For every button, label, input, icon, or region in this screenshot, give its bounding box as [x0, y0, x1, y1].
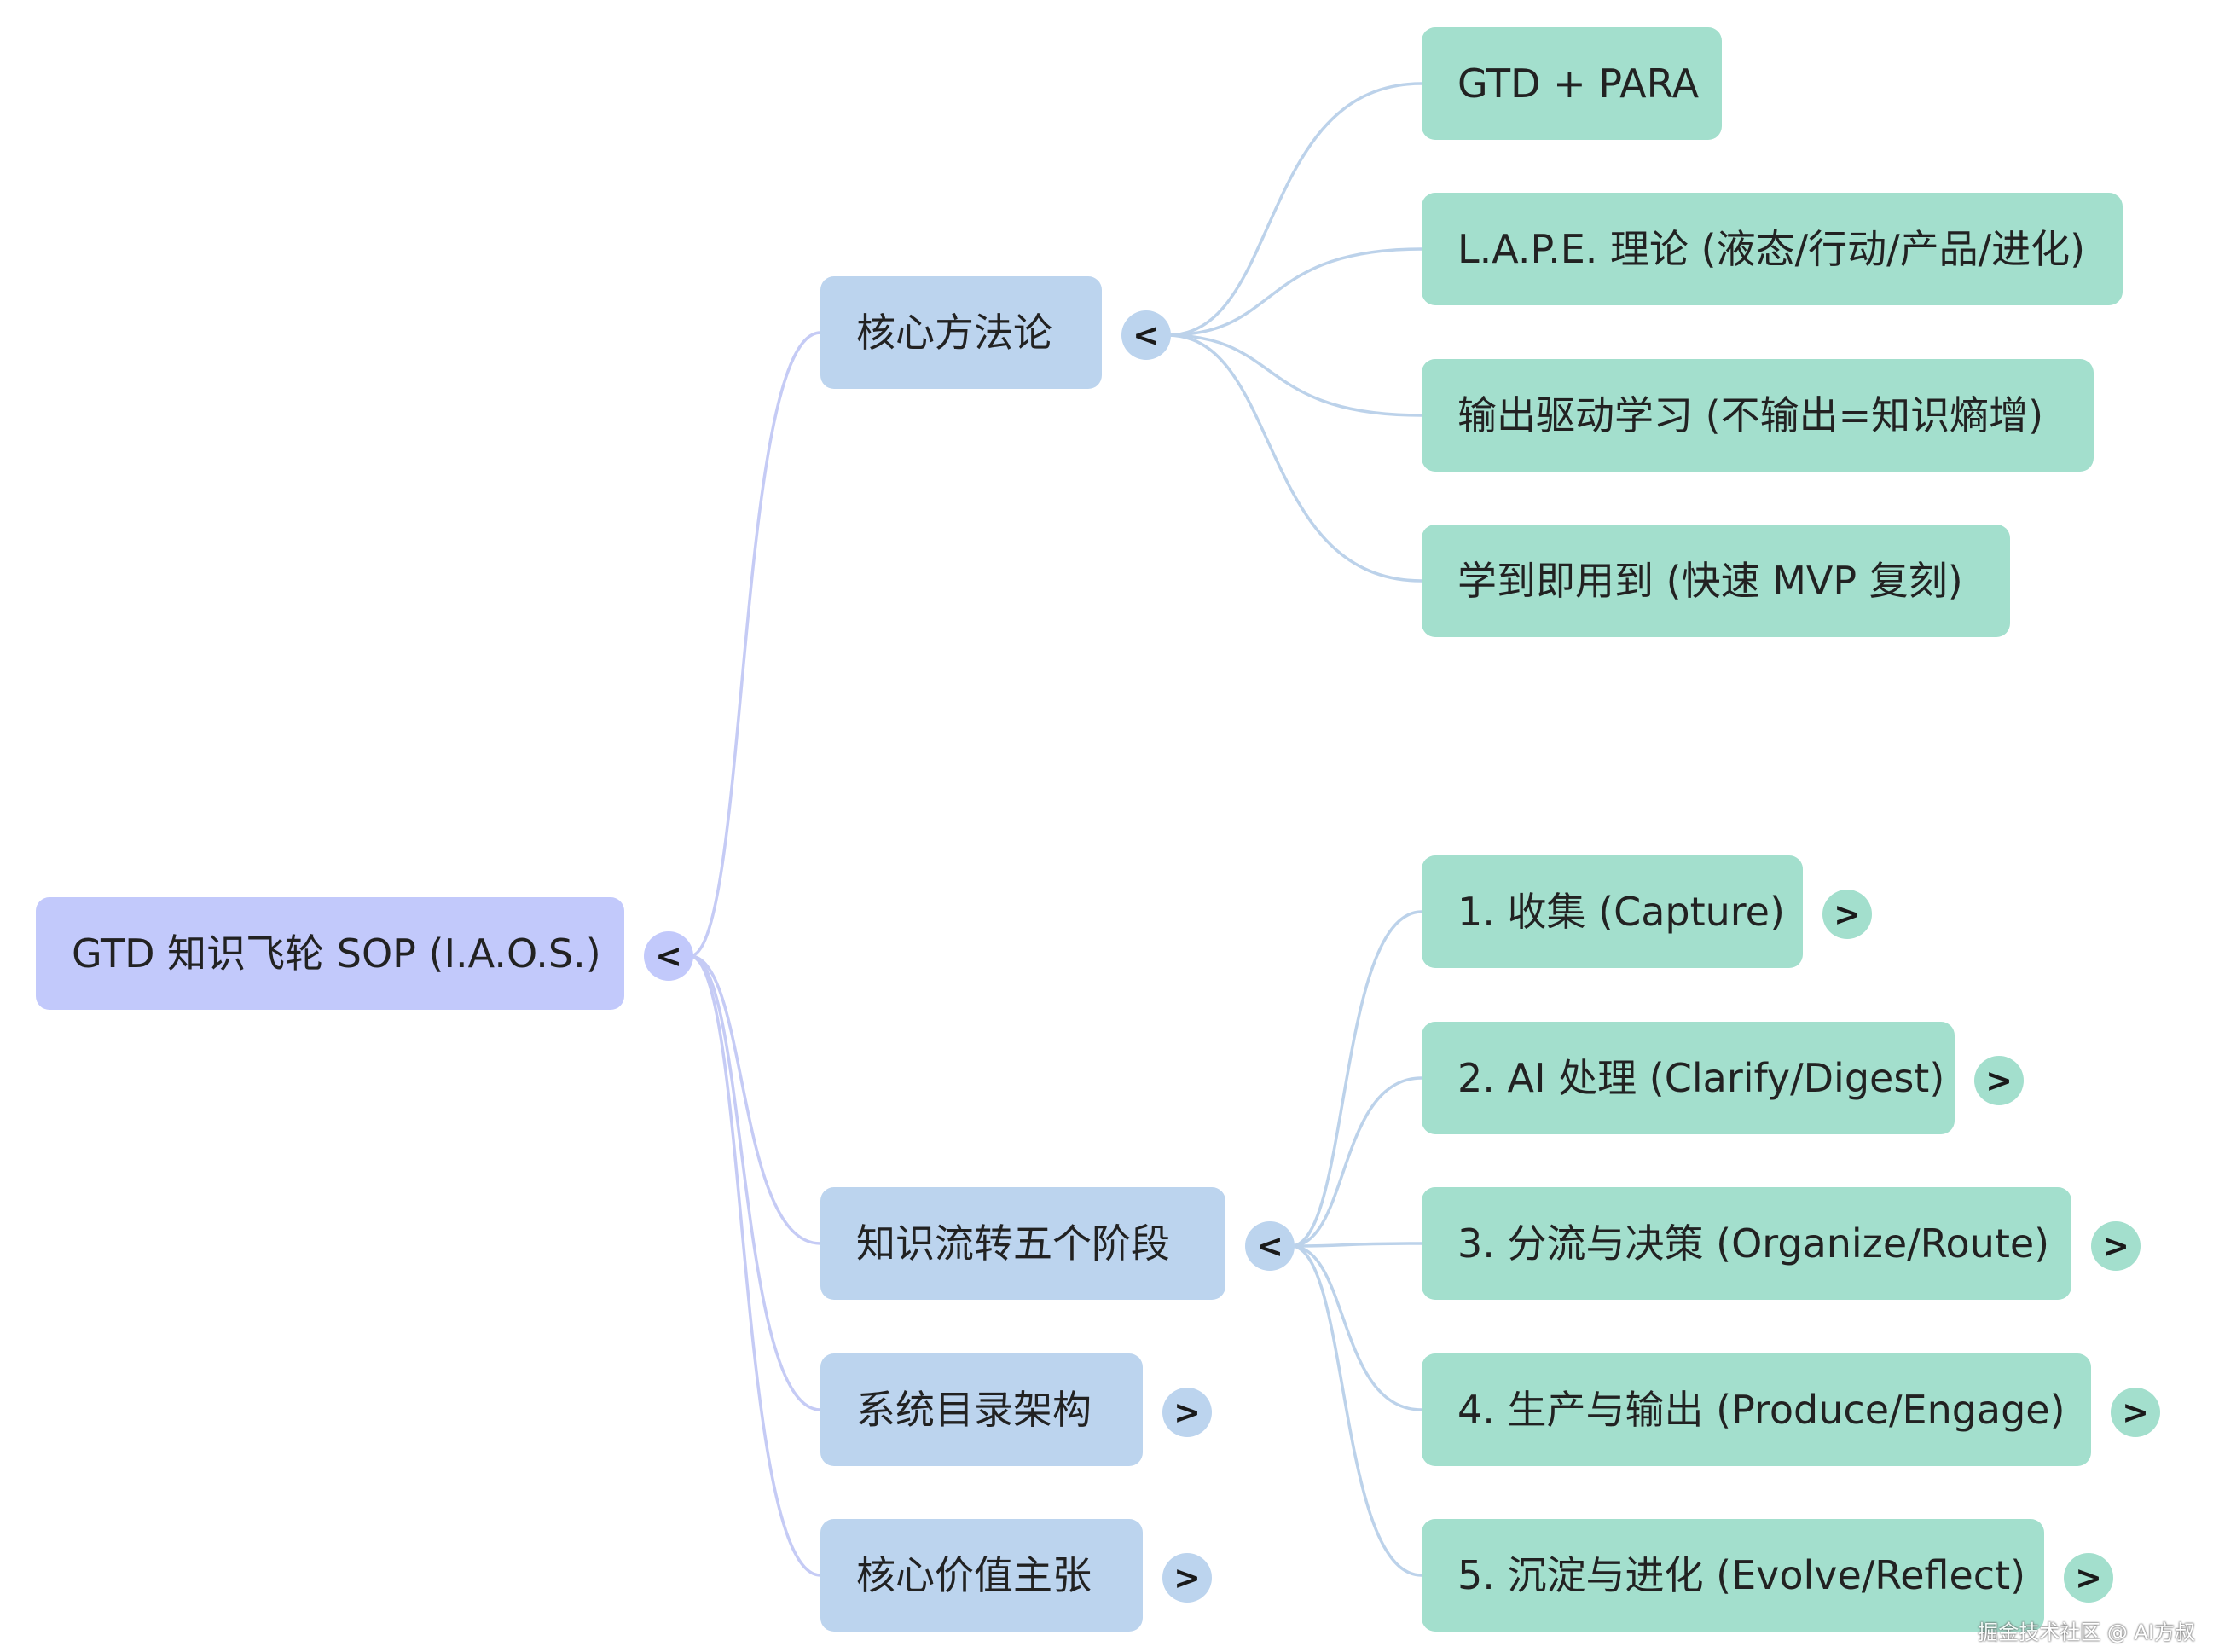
branch-2-child-3-label: 3. 分流与决策 (Organize/Route) [1457, 1220, 2049, 1267]
branch-node-4-label: 核心价值主张 [856, 1552, 1092, 1598]
branch-2-toggle-circle [1245, 1221, 1295, 1271]
branch-1-child-4-box [1422, 525, 2010, 637]
edge-root-to-branch-3 [689, 954, 821, 1411]
branch-2-child-2-label: 2. AI 处理 (Clarify/Digest) [1457, 1055, 1944, 1101]
branch-2-child-4-label: 4. 生产与输出 (Produce/Engage) [1457, 1387, 2065, 1433]
edge-branch-1-to-child-4 [1167, 333, 1422, 583]
root-node[interactable]: GTD 知识飞轮 SOP (I.A.O.S.) [36, 897, 624, 1010]
branch-2-child-3[interactable]: 3. 分流与决策 (Organize/Route) [1422, 1187, 2071, 1300]
mind-map-edges [689, 82, 1422, 1577]
branch-2-child-4[interactable]: 4. 生产与输出 (Produce/Engage) [1422, 1353, 2091, 1466]
branch-1-child-1-label: GTD + PARA [1457, 61, 1700, 107]
branch-1-child-2[interactable]: L.A.P.E. 理论 (液态/行动/产品/进化) [1422, 193, 2123, 305]
branch-1-child-1-box [1422, 27, 1722, 140]
branch-node-1-box [820, 276, 1102, 389]
branch-2-child-2-expand-toggle-glyph: > [1985, 1062, 2013, 1099]
edge-branch-1-to-child-1 [1167, 82, 1422, 337]
branch-2-child-2-expand-toggle[interactable]: > [1974, 1056, 2024, 1105]
branch-2-child-1-box [1422, 855, 1803, 968]
branch-node-2[interactable]: 知识流转五个阶段 [820, 1187, 1225, 1300]
branch-2-child-5-box [1422, 1519, 2044, 1632]
branch-3-toggle-glyph: > [1173, 1394, 1201, 1431]
branch-node-3-box [820, 1353, 1143, 1466]
branch-3-toggle-circle [1162, 1388, 1212, 1437]
branch-node-2-box [820, 1187, 1225, 1300]
branch-1-child-3-label: 输出驱动学习 (不输出=知识熵增) [1457, 392, 2043, 438]
branch-2-child-1-expand-toggle[interactable]: > [1822, 890, 1872, 939]
root-node-box [36, 897, 624, 1010]
branch-node-2-label: 知识流转五个阶段 [856, 1220, 1170, 1267]
branch-2-child-2-box [1422, 1022, 1955, 1134]
branch-2-child-3-box [1422, 1187, 2071, 1300]
edge-root-to-branch-1 [689, 331, 821, 958]
branch-1-child-2-box [1422, 193, 2123, 305]
branch-node-3-label: 系统目录架构 [856, 1387, 1092, 1433]
branch-1-child-1[interactable]: GTD + PARA [1422, 27, 1722, 140]
branch-2-child-3-expand-toggle-glyph: > [2102, 1227, 2129, 1265]
branch-2-child-5-expand-toggle-glyph: > [2075, 1559, 2102, 1597]
branch-2-child-2-expand-toggle-circle [1974, 1056, 2024, 1105]
branch-1-child-4[interactable]: 学到即用到 (快速 MVP 复刻) [1422, 525, 2010, 637]
branch-1-toggle-circle [1121, 310, 1171, 360]
root-collapse-toggle-glyph: < [655, 937, 682, 975]
branch-2-child-3-expand-toggle-circle [2091, 1221, 2141, 1271]
branch-node-4-box [820, 1519, 1143, 1632]
branch-2-toggle[interactable]: < [1245, 1221, 1295, 1271]
branch-node-1-label: 核心方法论 [856, 310, 1052, 356]
branch-1-child-3[interactable]: 输出驱动学习 (不输出=知识熵增) [1422, 359, 2094, 472]
branch-1-child-2-label: L.A.P.E. 理论 (液态/行动/产品/进化) [1457, 226, 2085, 272]
branch-2-child-5[interactable]: 5. 沉淀与进化 (Evolve/Reflect) [1422, 1519, 2044, 1632]
edge-root-to-branch-2 [689, 954, 821, 1245]
edge-branch-1-to-child-2 [1167, 247, 1422, 337]
edge-branch-2-to-child-5 [1290, 1244, 1422, 1577]
branch-node-4[interactable]: 核心价值主张 [820, 1519, 1143, 1632]
branch-2-child-5-expand-toggle[interactable]: > [2064, 1553, 2113, 1603]
branch-2-child-3-expand-toggle[interactable]: > [2091, 1221, 2141, 1271]
branch-2-child-4-expand-toggle-circle [2111, 1388, 2160, 1437]
branch-2-child-4-expand-toggle[interactable]: > [2111, 1388, 2160, 1437]
branch-2-child-1-expand-toggle-glyph: > [1834, 896, 1861, 933]
branch-4-toggle-glyph: > [1173, 1559, 1201, 1597]
root-collapse-toggle[interactable]: < [644, 931, 693, 981]
branch-2-child-2[interactable]: 2. AI 处理 (Clarify/Digest) [1422, 1022, 1955, 1134]
edge-branch-2-to-child-1 [1290, 910, 1422, 1248]
branch-1-child-4-label: 学到即用到 (快速 MVP 复刻) [1457, 558, 1963, 604]
watermark: 掘金技术社区 @ AI方叔 [1978, 1620, 2195, 1644]
edge-root-to-branch-4 [689, 954, 821, 1577]
branch-node-1[interactable]: 核心方法论 [820, 276, 1102, 389]
edge-branch-2-to-child-4 [1290, 1244, 1422, 1411]
edge-branch-1-to-child-3 [1167, 333, 1422, 417]
branch-2-child-4-expand-toggle-glyph: > [2122, 1394, 2149, 1431]
branch-2-child-4-box [1422, 1353, 2091, 1466]
branch-2-toggle-glyph: < [1256, 1227, 1283, 1265]
branch-node-3[interactable]: 系统目录架构 [820, 1353, 1143, 1466]
root-node-label: GTD 知识飞轮 SOP (I.A.O.S.) [72, 930, 601, 977]
root-collapse-toggle-circle [644, 931, 693, 981]
edge-branch-2-to-child-3 [1290, 1242, 1422, 1248]
branch-4-toggle[interactable]: > [1162, 1553, 1212, 1603]
branch-1-toggle[interactable]: < [1121, 310, 1171, 360]
branch-2-child-5-label: 5. 沉淀与进化 (Evolve/Reflect) [1457, 1552, 2025, 1598]
branch-1-child-3-box [1422, 359, 2094, 472]
branch-2-child-1-expand-toggle-circle [1822, 890, 1872, 939]
branch-3-toggle[interactable]: > [1162, 1388, 1212, 1437]
branch-2-child-1[interactable]: 1. 收集 (Capture) [1422, 855, 1803, 968]
mind-map-nodes: GTD 知识飞轮 SOP (I.A.O.S.) < 核心方法论 < GTD + PARA… [36, 27, 2160, 1632]
edge-branch-2-to-child-2 [1290, 1076, 1422, 1248]
branch-2-child-1-label: 1. 收集 (Capture) [1457, 889, 1785, 935]
branch-4-toggle-circle [1162, 1553, 1212, 1603]
branch-2-child-5-expand-toggle-circle [2064, 1553, 2113, 1603]
branch-1-toggle-glyph: < [1133, 316, 1160, 354]
